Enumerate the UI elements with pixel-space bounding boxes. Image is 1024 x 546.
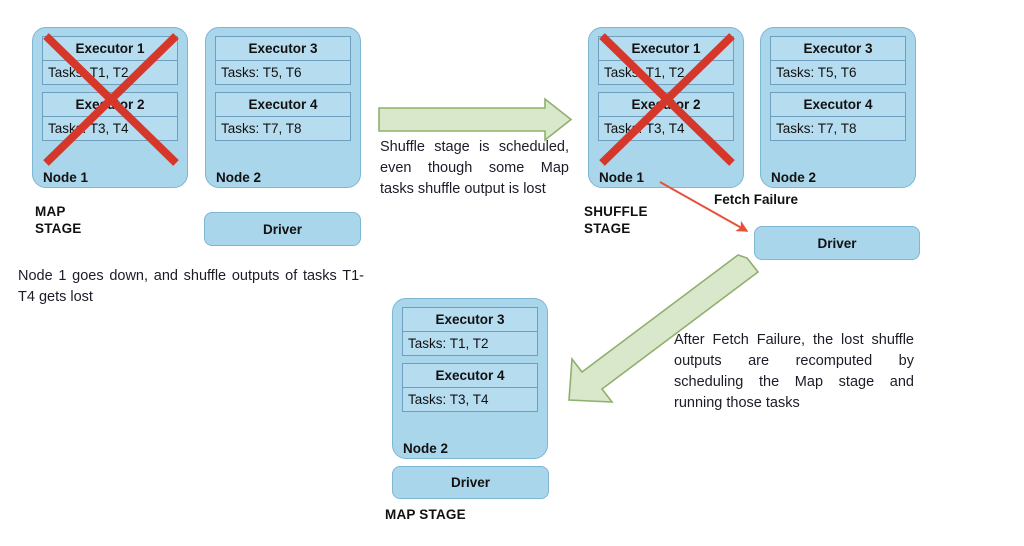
label-fetch-failure: Fetch Failure xyxy=(714,192,799,207)
node-label: Node 1 xyxy=(599,170,645,185)
node-label: Node 1 xyxy=(43,170,89,185)
executor-tasks: Tasks: T3, T4 xyxy=(403,388,537,411)
executor-block: Executor 1 Tasks: T1, T2 xyxy=(42,36,178,85)
executor-tasks: Tasks: T1, T2 xyxy=(599,61,733,84)
annotation-shuffle-scheduled: Shuffle stage is scheduled, even though … xyxy=(380,139,569,197)
node-map-stage-node-1: Executor 1 Tasks: T1, T2 Executor 2 Task… xyxy=(32,27,188,188)
executor-title: Executor 3 xyxy=(403,308,537,332)
executor-tasks: Tasks: T7, T8 xyxy=(216,117,350,140)
arrow-right-icon-map-to-shuffle xyxy=(378,97,573,142)
caption-map-stage: MAP STAGE xyxy=(35,204,82,236)
executor-tasks: Tasks: T3, T4 xyxy=(599,117,733,140)
executor-title: Executor 4 xyxy=(216,93,350,117)
executor-title: Executor 1 xyxy=(599,37,733,61)
executor-block: Executor 2 Tasks: T3, T4 xyxy=(42,92,178,141)
annotation-node-down: Node 1 goes down, and shuffle outputs of… xyxy=(18,268,364,305)
executor-tasks: Tasks: T1, T2 xyxy=(43,61,177,84)
driver-recompute: Driver xyxy=(392,466,549,499)
executor-block: Executor 3 Tasks: T1, T2 xyxy=(402,307,538,356)
executor-tasks: Tasks: T5, T6 xyxy=(216,61,350,84)
executor-title: Executor 2 xyxy=(599,93,733,117)
executor-block: Executor 4 Tasks: T7, T8 xyxy=(770,92,906,141)
executor-tasks: Tasks: T7, T8 xyxy=(771,117,905,140)
executor-block: Executor 2 Tasks: T3, T4 xyxy=(598,92,734,141)
node-label: Node 2 xyxy=(771,170,817,185)
executor-title: Executor 3 xyxy=(216,37,350,61)
node-executors-container: Executor 3 Tasks: T5, T6 Executor 4 Task… xyxy=(770,36,906,141)
executor-block: Executor 3 Tasks: T5, T6 xyxy=(215,36,351,85)
caption-recompute-map-stage: MAP STAGE xyxy=(385,507,466,522)
driver-map-stage: Driver xyxy=(204,212,361,246)
node-label: Node 2 xyxy=(216,170,262,185)
node-recompute-node-2: Executor 3 Tasks: T1, T2 Executor 4 Task… xyxy=(392,298,548,459)
executor-block: Executor 4 Tasks: T3, T4 xyxy=(402,363,538,412)
executor-title: Executor 2 xyxy=(43,93,177,117)
executor-block: Executor 4 Tasks: T7, T8 xyxy=(215,92,351,141)
node-executors-container: Executor 3 Tasks: T5, T6 Executor 4 Task… xyxy=(215,36,351,141)
node-map-stage-node-2: Executor 3 Tasks: T5, T6 Executor 4 Task… xyxy=(205,27,361,188)
executor-block: Executor 1 Tasks: T1, T2 xyxy=(598,36,734,85)
executor-tasks: Tasks: T5, T6 xyxy=(771,61,905,84)
annotation-recompute: After Fetch Failure, the lost shuffle ou… xyxy=(674,332,914,411)
caption-shuffle-stage: SHUFFLE STAGE xyxy=(584,204,648,236)
node-executors-container: Executor 3 Tasks: T1, T2 Executor 4 Task… xyxy=(402,307,538,412)
executor-tasks: Tasks: T1, T2 xyxy=(403,332,537,355)
executor-tasks: Tasks: T3, T4 xyxy=(43,117,177,140)
node-label: Node 2 xyxy=(403,441,449,456)
node-shuffle-stage-node-2: Executor 3 Tasks: T5, T6 Executor 4 Task… xyxy=(760,27,916,188)
driver-shuffle-stage: Driver xyxy=(754,226,920,260)
node-executors-container: Executor 1 Tasks: T1, T2 Executor 2 Task… xyxy=(42,36,178,141)
executor-title: Executor 4 xyxy=(771,93,905,117)
node-executors-container: Executor 1 Tasks: T1, T2 Executor 2 Task… xyxy=(598,36,734,141)
executor-title: Executor 3 xyxy=(771,37,905,61)
executor-block: Executor 3 Tasks: T5, T6 xyxy=(770,36,906,85)
executor-title: Executor 1 xyxy=(43,37,177,61)
node-shuffle-stage-node-1: Executor 1 Tasks: T1, T2 Executor 2 Task… xyxy=(588,27,744,188)
executor-title: Executor 4 xyxy=(403,364,537,388)
